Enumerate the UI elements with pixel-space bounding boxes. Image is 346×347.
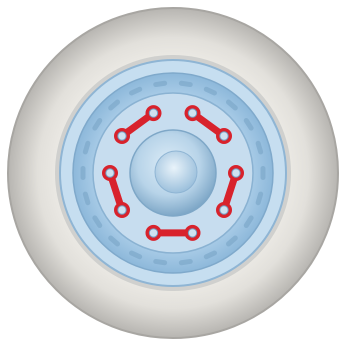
lug-nut (106, 169, 114, 177)
lug-nut (188, 229, 196, 237)
lug-nut (149, 109, 157, 117)
lug-nut (188, 109, 196, 117)
lug-nut (220, 132, 228, 140)
vent-slot (81, 166, 86, 180)
lug-nut (149, 229, 157, 237)
lug-nut (118, 132, 126, 140)
lug-nut (118, 206, 126, 214)
lug-nut (220, 206, 228, 214)
hub-cap (155, 151, 197, 193)
lug-nut (232, 169, 240, 177)
vent-slot (261, 166, 266, 180)
